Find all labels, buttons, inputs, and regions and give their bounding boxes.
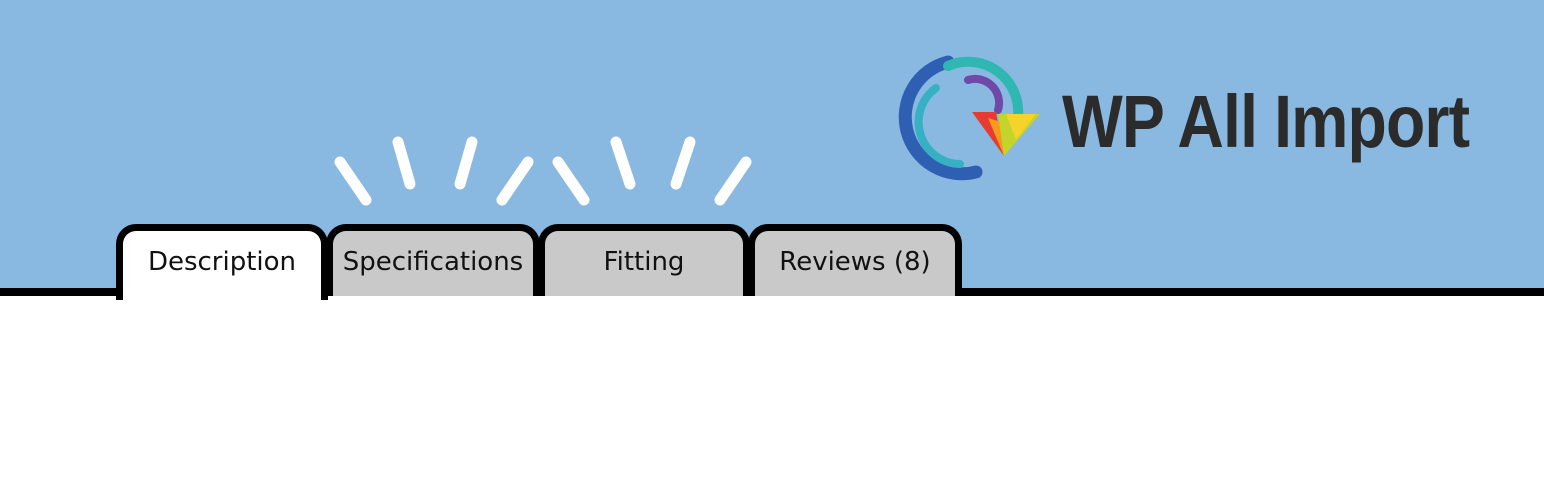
tab-specifications[interactable]: Specifications — [326, 224, 540, 296]
logo-text: WP All Import — [1062, 80, 1470, 163]
tab-fitting[interactable]: Fitting — [538, 224, 750, 296]
wp-all-import-logo-icon — [898, 55, 1040, 181]
tab-content-area — [0, 296, 1544, 500]
attention-rays-icon — [334, 136, 752, 206]
tab-description[interactable]: Description — [116, 224, 328, 300]
tab-reviews[interactable]: Reviews (8) — [748, 224, 962, 296]
